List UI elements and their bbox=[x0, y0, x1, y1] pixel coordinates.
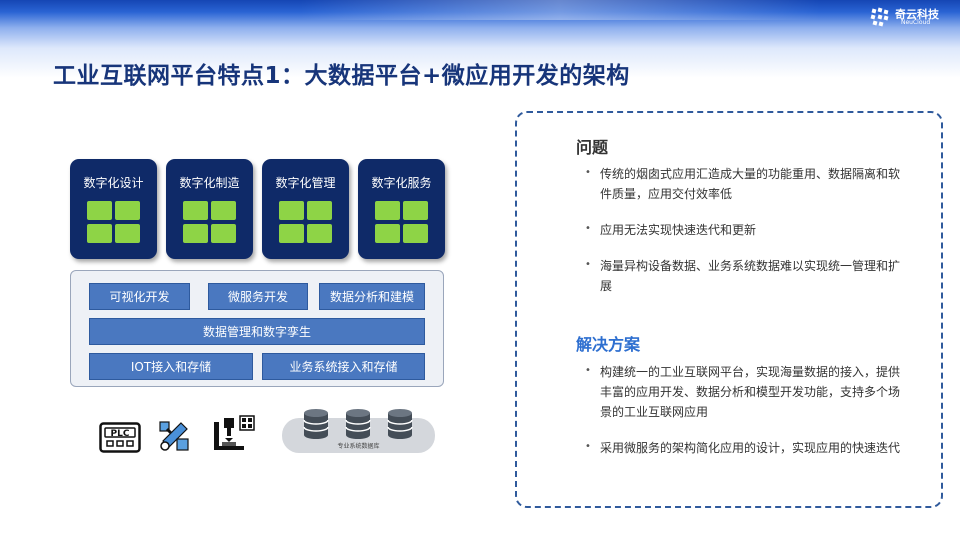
iot-access-block: IOT接入和存储 bbox=[89, 353, 253, 380]
bullet-dot: • bbox=[585, 259, 591, 270]
info-panel bbox=[515, 111, 943, 508]
grid-icon bbox=[279, 201, 332, 243]
bullet-dot: • bbox=[585, 441, 591, 452]
grid-star-logo-icon bbox=[870, 7, 889, 27]
bullet-dot: • bbox=[585, 365, 591, 376]
app-card-label: 数字化制造 bbox=[179, 176, 240, 190]
data-analysis-block: 数据分析和建模 bbox=[319, 283, 425, 310]
app-card-service: 数字化服务 bbox=[358, 159, 445, 259]
problem-item: 海量异构设备数据、业务系统数据难以实现统一管理和扩展 bbox=[600, 259, 901, 293]
app-card-management: 数字化管理 bbox=[262, 159, 349, 259]
bullet-dot: • bbox=[585, 167, 591, 178]
grid-icon bbox=[87, 201, 140, 243]
app-card-design: 数字化设计 bbox=[70, 159, 157, 259]
business-access-block: 业务系统接入和存储 bbox=[262, 353, 425, 380]
app-card-manufacturing: 数字化制造 bbox=[166, 159, 253, 259]
logo-name: 奇云科技 bbox=[895, 8, 939, 21]
logo-subtitle: NeuCloud bbox=[901, 19, 931, 26]
cnc-machine-icon bbox=[214, 415, 255, 450]
bullet-dot: • bbox=[585, 223, 591, 234]
grid-icon bbox=[183, 201, 236, 243]
solution-item: 采用微服务的架构简化应用的设计，实现应用的快速迭代 bbox=[600, 441, 901, 455]
header-band bbox=[0, 0, 960, 78]
app-card-label: 数字化服务 bbox=[371, 176, 432, 190]
data-management-block: 数据管理和数字孪生 bbox=[89, 318, 425, 345]
database-icon bbox=[387, 409, 413, 439]
problems-heading: 问题 bbox=[576, 138, 609, 157]
database-icon bbox=[303, 409, 329, 439]
company-logo: 奇云科技 NeuCloud bbox=[870, 6, 950, 28]
page-title: 工业互联网平台特点1：大数据平台+微应用开发的架构 bbox=[53, 63, 630, 89]
problem-item: 传统的烟囱式应用汇造成大量的功能重用、数据隔离和软件质量，应用交付效率低 bbox=[600, 167, 901, 201]
problem-item: 应用无法实现快速迭代和更新 bbox=[600, 223, 757, 237]
plc-icon: PLC bbox=[99, 422, 141, 453]
solutions-heading: 解决方案 bbox=[576, 335, 641, 354]
database-caption: 专业系统数据库 bbox=[337, 443, 380, 450]
solution-item: 构建统一的工业互联网平台，实现海量数据的接入，提供丰富的应用开发、数据分析和模型… bbox=[600, 365, 901, 419]
plc-label: PLC bbox=[111, 429, 130, 439]
grid-icon bbox=[375, 201, 428, 243]
app-card-label: 数字化设计 bbox=[83, 176, 144, 190]
microservice-dev-block: 微服务开发 bbox=[208, 283, 308, 310]
database-icon bbox=[345, 409, 371, 439]
app-card-label: 数字化管理 bbox=[275, 176, 336, 190]
visual-dev-block: 可视化开发 bbox=[89, 283, 190, 310]
tools-icon bbox=[159, 421, 189, 451]
